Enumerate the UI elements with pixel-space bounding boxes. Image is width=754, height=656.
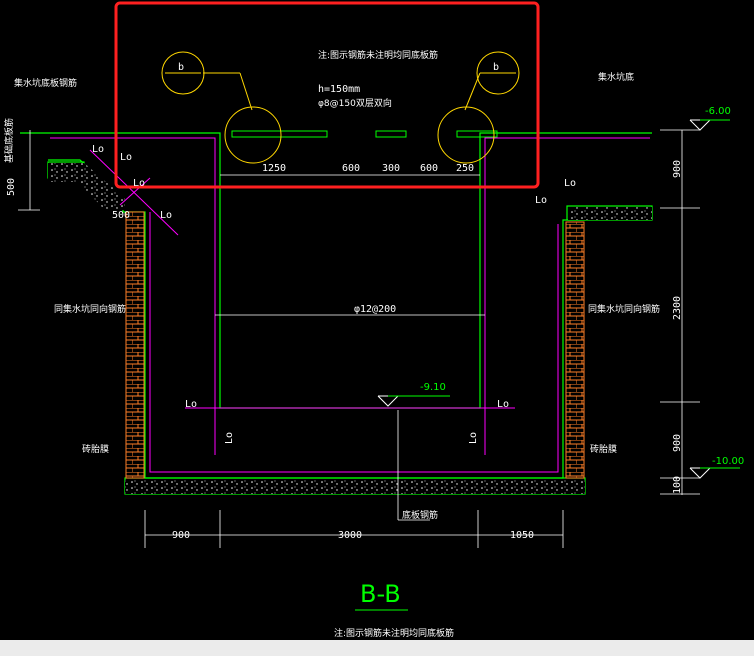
la-3: Lo [133, 178, 145, 189]
top-bars [231, 130, 498, 138]
left-brick-wall [125, 211, 145, 479]
dim-bottom-2: 1050 [510, 530, 534, 541]
label-right-wall: 同集水坑同向钢筋 [588, 303, 660, 315]
label-left-brick: 砖胎膜 [82, 443, 109, 455]
label-bottom-center: 底板钢筋 [402, 509, 438, 521]
detail-markers [161, 51, 520, 164]
left-concrete [48, 163, 125, 210]
detail-b-right: b [493, 62, 499, 73]
la-6: Lo [535, 195, 547, 206]
base-concrete [125, 480, 585, 494]
dim-top-0: 1250 [262, 163, 286, 174]
la-2: Lo [120, 152, 132, 163]
dim-top-2: 300 [382, 163, 400, 174]
right-brick-wall [565, 221, 585, 479]
right-concrete [568, 207, 652, 220]
dim-right-3: 100 [672, 476, 683, 494]
la-8: Lo [497, 399, 509, 410]
la-9: Lo [224, 432, 235, 444]
label-left-vert: 基础底板筋 [3, 118, 15, 163]
highlight-box [114, 1, 540, 189]
dim-right-2: 900 [672, 434, 683, 452]
label-left-wall: 同集水坑同向钢筋 [54, 303, 126, 315]
la-10: Lo [468, 432, 479, 444]
label-right-brick: 砖胎膜 [590, 443, 617, 455]
bottom-scroll-bar[interactable] [0, 640, 754, 656]
dim-top-4: 250 [456, 163, 474, 174]
label-right-top: 集水坑底 [598, 71, 634, 83]
mid-bar-label: φ12@200 [354, 304, 396, 315]
rebar-lines [50, 137, 650, 473]
label-left-top: 集水坑底板钢筋 [14, 77, 77, 89]
la-5: Lo [564, 178, 576, 189]
dim-right-0: 900 [672, 160, 683, 178]
dim-lines [18, 129, 700, 548]
note-top: 注:图示钢筋未注明均同底板筋 [318, 49, 438, 61]
la-1: Lo [92, 144, 104, 155]
bars-label: φ8@150双层双向 [318, 97, 392, 109]
elevation-marks [377, 119, 740, 479]
dim-top-1: 600 [342, 163, 360, 174]
elev-center: -9.10 [420, 382, 446, 393]
dim-inner-500: 500 [112, 210, 130, 221]
thickness-label: h=150mm [318, 84, 360, 95]
section-title: B-B [360, 580, 401, 608]
la-7: Lo [185, 399, 197, 410]
dim-bottom-0: 900 [172, 530, 190, 541]
la-4: Lo [160, 210, 172, 221]
dim-bottom-1: 3000 [338, 530, 362, 541]
dim-right-1: 2300 [672, 296, 683, 320]
dim-left-0: 500 [6, 178, 17, 196]
note-bottom: 注:图示钢筋未注明均同底板筋 [334, 627, 454, 639]
elev-top-right: -6.00 [705, 106, 731, 117]
elev-bottom-right: -10.00 [712, 456, 744, 467]
detail-b-left: b [178, 62, 184, 73]
dim-top-3: 600 [420, 163, 438, 174]
